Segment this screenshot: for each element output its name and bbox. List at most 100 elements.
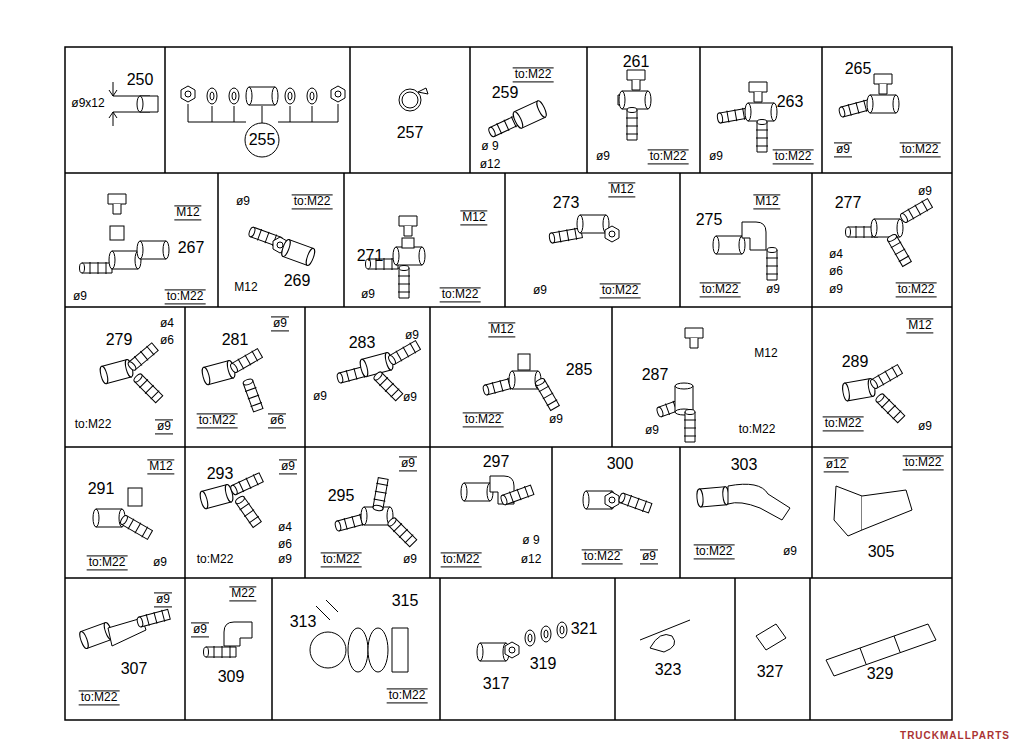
spec-label: ø6 <box>160 334 174 347</box>
spec-label: to:M22 <box>694 544 735 559</box>
callout-number: 265 <box>845 60 872 78</box>
spec-label: to:M22 <box>582 549 623 564</box>
callout-number: 329 <box>867 665 894 683</box>
callout-number: 259 <box>492 84 519 102</box>
spec-label: to:M22 <box>440 287 481 302</box>
spec-label: to:M22 <box>79 690 120 705</box>
spec-label: to:M22 <box>75 418 112 431</box>
spec-label: ø9 <box>766 283 780 296</box>
spec-label: ø12 <box>824 457 849 472</box>
spec-label: to:M22 <box>463 412 504 427</box>
spec-label: ø6 <box>278 538 292 551</box>
spec-label: to:M22 <box>773 149 814 164</box>
spec-label: to:M22 <box>321 552 362 567</box>
spec-label: ø9 <box>271 316 289 331</box>
callout-number: 281 <box>222 331 249 349</box>
callout-number: 263 <box>777 93 804 111</box>
spec-label: to:M22 <box>903 455 944 470</box>
callout-number: 313 <box>290 613 317 631</box>
spec-label: ø12 <box>521 553 542 566</box>
spec-label: ø9 <box>154 592 172 607</box>
callout-number: 257 <box>397 124 424 142</box>
callout-number: 255 <box>249 131 276 149</box>
spec-label: M12 <box>147 459 174 474</box>
spec-label: ø9 <box>645 424 659 437</box>
spec-label: ø9 <box>829 283 843 296</box>
spec-label: ø12 <box>480 158 501 171</box>
spec-label: ø9 <box>918 420 932 433</box>
spec-label: ø4 <box>160 317 174 330</box>
spec-label: to:M22 <box>648 149 689 164</box>
callout-number: 275 <box>696 211 723 229</box>
callout-number: 267 <box>178 239 205 257</box>
callout-number: 305 <box>868 543 895 561</box>
spec-label: M12 <box>460 210 487 225</box>
callout-number: 307 <box>121 660 148 678</box>
spec-label: to:M22 <box>900 142 941 157</box>
callout-number: 300 <box>607 455 634 473</box>
callout-number: 327 <box>757 663 784 681</box>
spec-label: ø 9 <box>522 534 539 547</box>
callout-number: 289 <box>842 353 869 371</box>
spec-label: ø9 <box>278 553 292 566</box>
spec-label: to:M22 <box>513 67 554 82</box>
spec-label: to:M22 <box>197 413 238 428</box>
callout-number: 271 <box>357 247 384 265</box>
callout-number: 277 <box>835 194 862 212</box>
spec-label: ø9 <box>191 622 209 637</box>
spec-label: ø9x12 <box>71 97 104 110</box>
spec-label: ø9 <box>313 390 327 403</box>
callout-number: 285 <box>566 361 593 379</box>
spec-label: ø9 <box>533 284 547 297</box>
spec-label: ø9 <box>783 545 797 558</box>
callout-number: 303 <box>731 456 758 474</box>
spec-label: M12 <box>488 322 515 337</box>
spec-label: to:M22 <box>896 282 937 297</box>
callout-number: 315 <box>392 592 419 610</box>
callout-number: 323 <box>655 661 682 679</box>
watermark: TRUCKMALLPARTS <box>900 730 1010 741</box>
callout-number: 319 <box>530 655 557 673</box>
spec-label: ø9 <box>640 549 658 564</box>
spec-label: to:M22 <box>739 423 776 436</box>
spec-label: ø9 <box>549 413 563 426</box>
spec-label: to:M22 <box>87 555 128 570</box>
spec-label: ø4 <box>829 248 843 261</box>
spec-label: ø9 <box>279 459 297 474</box>
callout-number: 269 <box>284 272 311 290</box>
spec-label: ø9 <box>405 329 419 342</box>
spec-label: ø9 <box>399 456 417 471</box>
callout-number: 295 <box>328 487 355 505</box>
spec-label: ø9 <box>918 185 932 198</box>
spec-label: ø9 <box>73 290 87 303</box>
spec-label: ø4 <box>278 521 292 534</box>
spec-label: to:M22 <box>387 688 428 703</box>
spec-label: ø6 <box>829 265 843 278</box>
spec-label: M12 <box>608 182 635 197</box>
callout-number: 317 <box>483 675 510 693</box>
spec-label: ø9 <box>155 419 173 434</box>
spec-label: ø9 <box>361 288 375 301</box>
callout-number: 309 <box>218 668 245 686</box>
spec-label: ø 9 <box>481 140 498 153</box>
spec-label: ø9 <box>709 150 723 163</box>
spec-label: to:M22 <box>165 289 206 304</box>
spec-label: ø9 <box>153 556 167 569</box>
callout-number: 293 <box>207 465 234 483</box>
spec-label: ø6 <box>268 413 286 428</box>
spec-label: M12 <box>234 281 257 294</box>
spec-label: to:M22 <box>292 194 333 209</box>
callout-number: 287 <box>642 366 669 384</box>
spec-label: ø9 <box>403 391 417 404</box>
callout-number: 261 <box>623 53 650 71</box>
spec-label: M12 <box>174 205 201 220</box>
spec-label: to:M22 <box>823 416 864 431</box>
spec-label: to:M22 <box>600 283 641 298</box>
spec-label: to:M22 <box>197 553 234 566</box>
spec-label: to:M22 <box>700 282 741 297</box>
callout-number: 273 <box>553 194 580 212</box>
spec-label: M12 <box>906 318 933 333</box>
spec-label: M12 <box>753 194 780 209</box>
spec-label: ø9 <box>596 150 610 163</box>
